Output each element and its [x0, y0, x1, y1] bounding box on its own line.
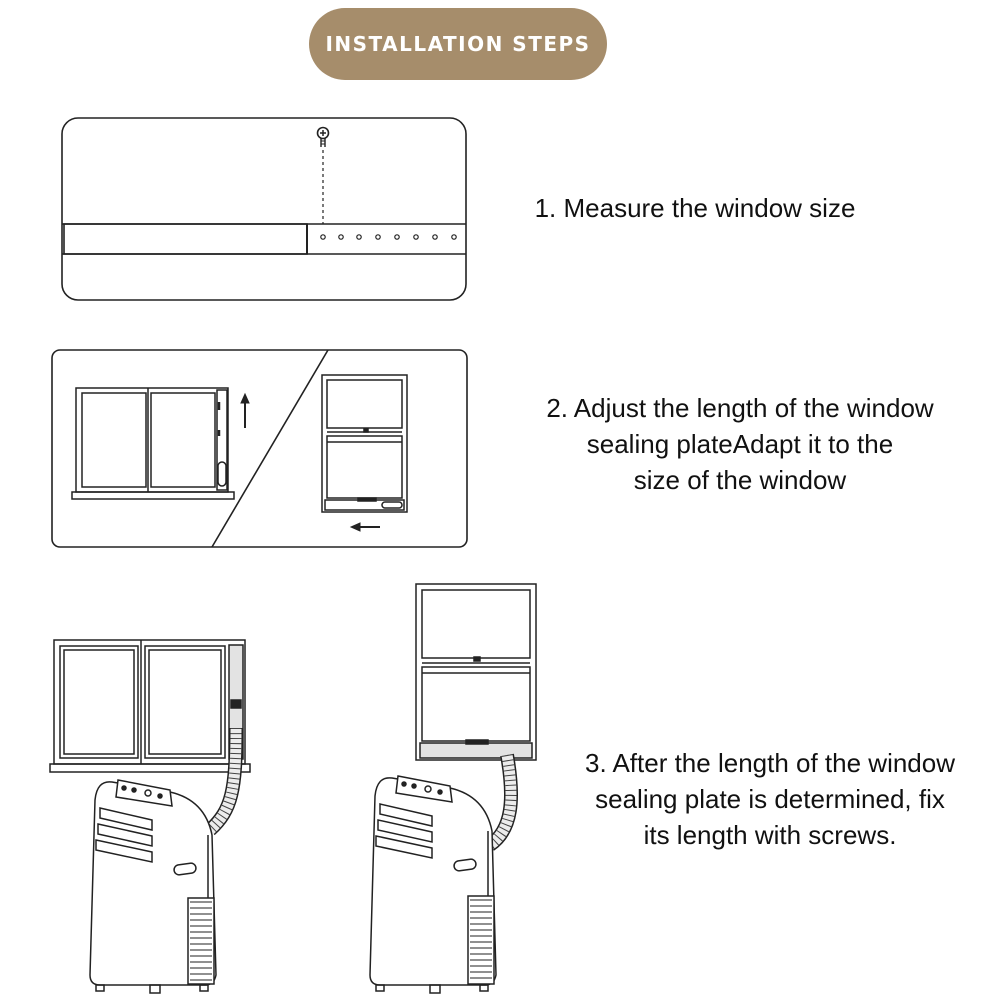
step-2-line-2: sealing plateAdapt it to the [586, 429, 894, 459]
step-3-left-illustration [49, 639, 251, 994]
arrow-up-icon [240, 392, 250, 428]
hung-window [321, 374, 408, 513]
step-3-line-3: its length with screws. [643, 820, 897, 850]
step-1-text: 1. Measure the window size [490, 190, 900, 226]
sliding-window [71, 387, 235, 500]
step-2-illustration [51, 349, 468, 548]
arrow-left-icon [349, 522, 380, 532]
adjustment-holes [320, 234, 457, 240]
step-2-line-1: 2. Adjust the length of the window [546, 393, 934, 423]
step-1-illustration [61, 117, 467, 301]
step-3-text: 3. After the length of the window sealin… [545, 745, 995, 853]
portable-ac-right [369, 775, 497, 994]
step-3-line-1: 3. After the length of the window [584, 748, 956, 778]
page-title: INSTALLATION STEPS [325, 32, 591, 56]
step-1-line-1: 1. Measure the window size [534, 193, 856, 223]
title-banner: INSTALLATION STEPS [309, 8, 607, 80]
step-2-text: 2. Adjust the length of the window seali… [500, 390, 980, 498]
step-3-line-2: sealing plate is determined, fix [595, 784, 945, 814]
step-3-right-illustration [369, 583, 537, 994]
step-2-line-3: size of the window [633, 465, 847, 495]
screw-icon [316, 126, 330, 147]
portable-ac-left [89, 779, 217, 994]
